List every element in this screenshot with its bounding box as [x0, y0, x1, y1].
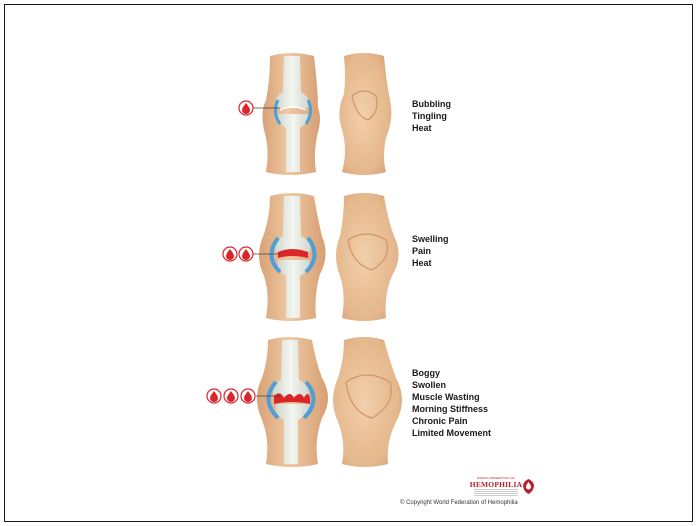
blood-drop-icon — [241, 389, 255, 403]
blood-drop-icon — [207, 389, 221, 403]
symptom: Limited Movement — [412, 427, 491, 439]
symptom: Swelling — [412, 233, 449, 245]
stage-1-symptoms: Bubbling Tingling Heat — [412, 98, 451, 134]
stage-1-joint — [262, 53, 320, 175]
symptom: Heat — [412, 122, 451, 134]
stage-2-symptoms: Swelling Pain Heat — [412, 233, 449, 269]
stage-2-knee-exterior — [336, 193, 399, 321]
blood-drop-icon — [239, 101, 253, 115]
blood-drop-icon — [239, 247, 253, 261]
knee-exterior — [339, 53, 391, 175]
symptom: Heat — [412, 257, 449, 269]
stage-3-joint — [257, 337, 328, 467]
logo-main-text: HEMOPHILIA — [466, 480, 526, 489]
knee-exterior — [333, 337, 402, 467]
blood-drop-icon — [223, 247, 237, 261]
symptom: Muscle Wasting — [412, 391, 491, 403]
stage-3-knee-exterior — [333, 337, 402, 467]
blood-drop-icon — [224, 389, 238, 403]
logo-subtext-lines — [474, 489, 518, 496]
symptom: Chronic Pain — [412, 415, 491, 427]
stage-1-knee-exterior — [339, 53, 391, 175]
symptom: Morning Stiffness — [412, 403, 491, 415]
knee-exterior — [336, 193, 399, 321]
stage-3-symptoms: Boggy Swollen Muscle Wasting Morning Sti… — [412, 367, 491, 439]
symptom: Bubbling — [412, 98, 451, 110]
wfh-logo-icon — [521, 478, 536, 495]
symptom: Pain — [412, 245, 449, 257]
stage-2-joint — [259, 193, 326, 321]
wfh-logo: WORLD FEDERATION OF HEMOPHILIA — [466, 476, 536, 498]
symptom: Swollen — [412, 379, 491, 391]
symptom: Tingling — [412, 110, 451, 122]
symptom: Boggy — [412, 367, 491, 379]
copyright-text: © Copyright World Federation of Hemophil… — [400, 500, 518, 506]
